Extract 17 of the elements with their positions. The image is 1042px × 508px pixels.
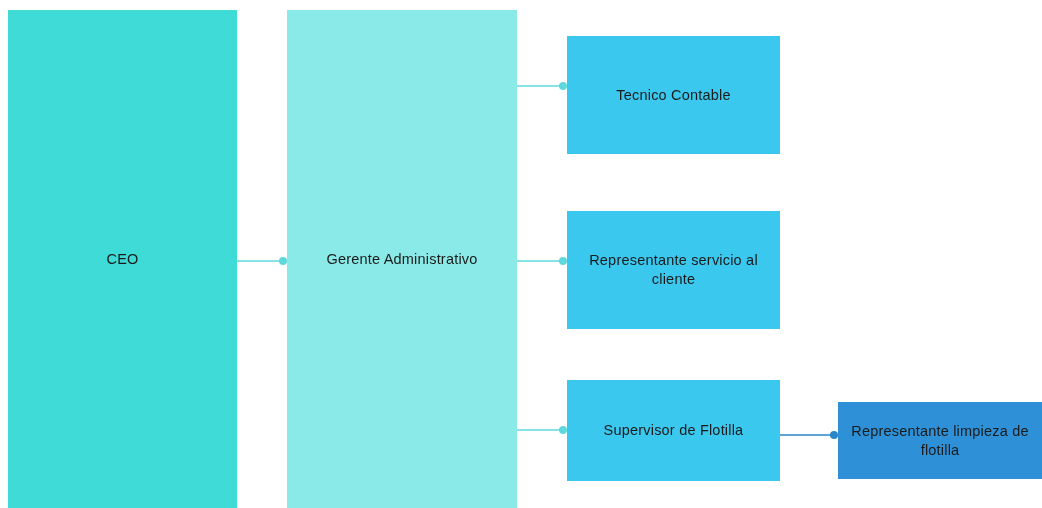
- role-title: Representante limpieza de flotilla: [850, 421, 1030, 460]
- role-title: Gerente Administrativo: [326, 249, 478, 269]
- org-box: [838, 402, 1042, 479]
- org-box: [567, 36, 780, 154]
- connector-line: [236, 257, 287, 265]
- role-title: Representante servicio al cliente: [588, 251, 759, 289]
- connector-line: [779, 431, 838, 439]
- connector-line: [516, 257, 567, 265]
- org-box: [567, 211, 780, 329]
- connector-line: [516, 82, 567, 90]
- role-title: Tecnico Contable: [616, 85, 731, 105]
- org-box: [8, 10, 237, 508]
- org-box: [287, 10, 517, 508]
- org-box: [567, 380, 780, 481]
- role-title: Supervisor de Flotilla: [603, 421, 744, 440]
- connector-line: [516, 426, 567, 434]
- role-title: CEO: [106, 249, 139, 269]
